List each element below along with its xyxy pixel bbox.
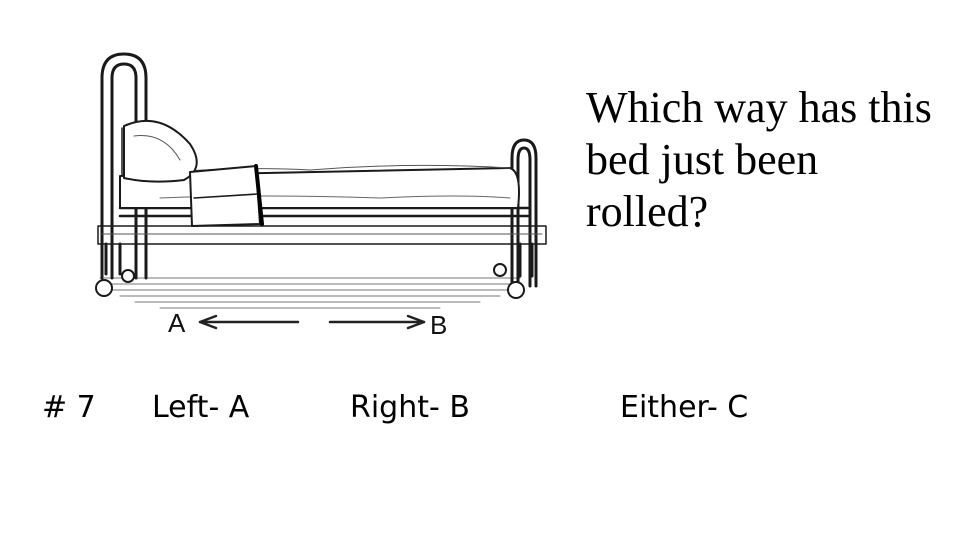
question-number: # 7 (42, 390, 96, 425)
caster-wheels (95, 263, 525, 299)
hospital-bed-illustration: A B (95, 52, 547, 340)
left-arrow (198, 314, 300, 330)
question-text: Which way has this bed just been rolled? (586, 83, 932, 236)
folded-blanket (189, 164, 264, 227)
bed-legs (104, 242, 534, 278)
floor-shading (99, 277, 521, 309)
right-direction-label: B (430, 310, 447, 340)
option-left-a[interactable]: Left- A (152, 390, 250, 425)
footboard (510, 138, 538, 288)
left-direction-label: A (168, 308, 186, 338)
option-either-c[interactable]: Either- C (620, 390, 749, 425)
bed-frame (97, 206, 547, 245)
direction-arrows (198, 314, 426, 330)
option-right-b[interactable]: Right- B (350, 390, 470, 425)
right-arrow (328, 314, 426, 330)
pillow (123, 119, 198, 183)
